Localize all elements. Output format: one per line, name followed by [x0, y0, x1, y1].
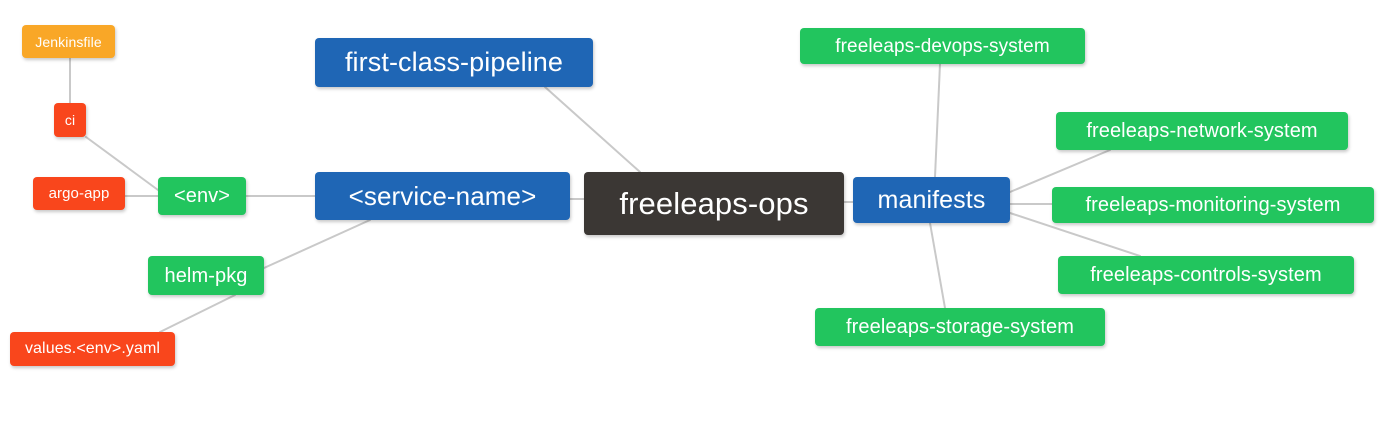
node-label: values.<env>.yaml [24, 340, 161, 357]
node-values-yaml[interactable]: values.<env>.yaml [10, 332, 175, 366]
node-freeleaps-devops-system[interactable]: freeleaps-devops-system [800, 28, 1085, 64]
node-jenkinsfile[interactable]: Jenkinsfile [22, 25, 115, 58]
edge-manifests-to-freeleaps-storage-system [929, 222, 946, 309]
edge-manifests-to-freeleaps-devops-system [934, 63, 941, 178]
node-label: freeleaps-controls-system [1090, 264, 1322, 286]
node-first-class-pipeline[interactable]: first-class-pipeline [315, 38, 593, 87]
edge-first-class-pipeline-to-freeleaps-ops [544, 86, 641, 173]
node-label: freeleaps-storage-system [845, 316, 1075, 338]
node-label: freeleaps-monitoring-system [1085, 194, 1341, 216]
node-label: <env> [173, 185, 231, 207]
node-freeleaps-storage-system[interactable]: freeleaps-storage-system [815, 308, 1105, 346]
node-freeleaps-controls-system[interactable]: freeleaps-controls-system [1058, 256, 1354, 294]
node-label: Jenkinsfile [35, 33, 102, 50]
edge-values-yaml-to-helm-pkg [159, 294, 236, 333]
node-label: argo-app [48, 185, 110, 202]
node-label: ci [64, 112, 76, 128]
node-label: first-class-pipeline [344, 47, 564, 77]
node-label: freeleaps-ops [619, 186, 809, 221]
node-helm-pkg[interactable]: helm-pkg [148, 256, 264, 295]
node-env[interactable]: <env> [158, 177, 246, 215]
node-label: freeleaps-devops-system [835, 35, 1050, 57]
edge-manifests-to-freeleaps-network-system [1009, 149, 1111, 193]
node-service-name[interactable]: <service-name> [315, 172, 570, 220]
node-label: manifests [877, 185, 986, 214]
node-freeleaps-monitoring-system[interactable]: freeleaps-monitoring-system [1052, 187, 1374, 223]
node-label: <service-name> [348, 181, 537, 211]
node-freeleaps-ops[interactable]: freeleaps-ops [584, 172, 844, 235]
node-manifests[interactable]: manifests [853, 177, 1010, 223]
node-label: freeleaps-network-system [1086, 120, 1318, 142]
node-freeleaps-network-system[interactable]: freeleaps-network-system [1056, 112, 1348, 150]
node-argo-app[interactable]: argo-app [33, 177, 125, 210]
node-label: helm-pkg [164, 264, 248, 287]
node-ci[interactable]: ci [54, 103, 86, 137]
edge-helm-pkg-to-service-name [263, 219, 371, 269]
